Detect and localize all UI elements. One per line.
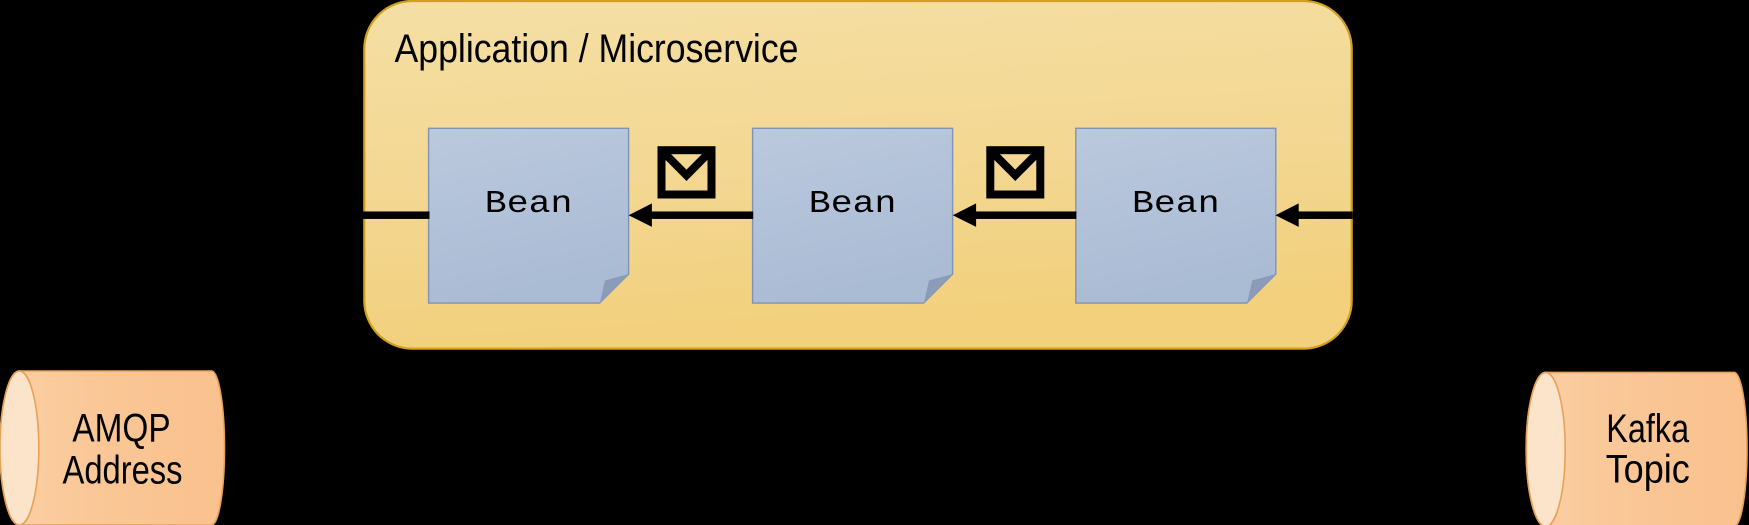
svg-text:Topic: Topic — [1606, 448, 1690, 492]
svg-text:Bean: Bean — [485, 187, 573, 222]
svg-text:Address: Address — [63, 447, 183, 492]
svg-text:AMQP: AMQP — [72, 406, 170, 451]
svg-text:Bean: Bean — [1132, 187, 1220, 222]
svg-text:Kafka: Kafka — [1606, 406, 1689, 451]
svg-text:Application / Microservice: Application / Microservice — [395, 27, 799, 71]
svg-text:Bean: Bean — [809, 187, 897, 222]
